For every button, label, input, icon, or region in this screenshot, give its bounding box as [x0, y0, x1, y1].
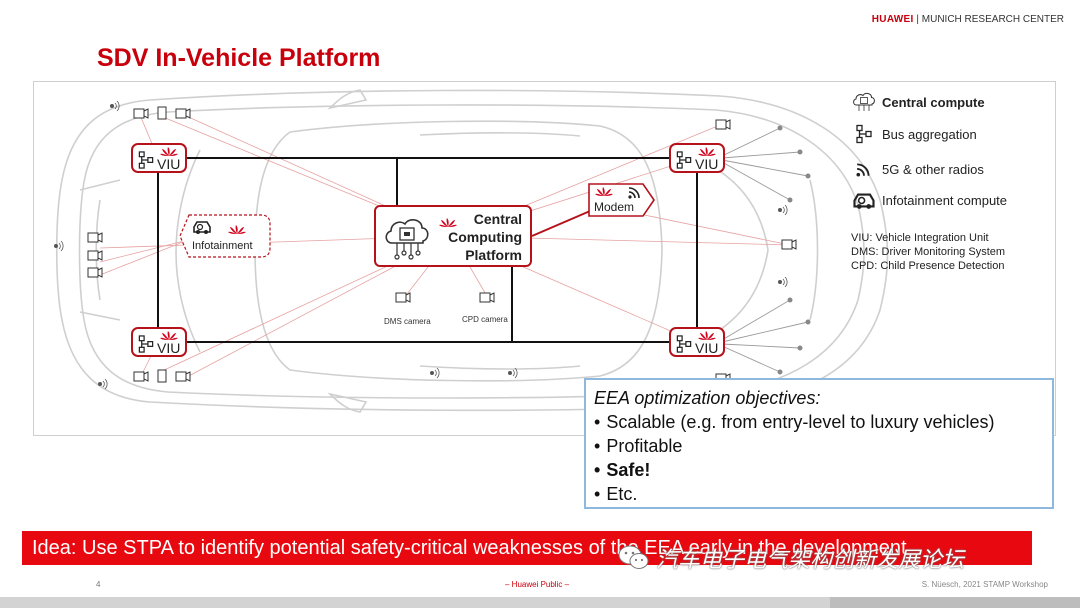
research-center-name: MUNICH RESEARCH CENTER	[921, 14, 1064, 25]
brand-name: HUAWEI	[871, 14, 914, 25]
slide-title: SDV In-Vehicle Platform	[97, 44, 381, 72]
cpd-camera-label: CPD camera	[462, 315, 508, 324]
legend-label: 5G & other radios	[882, 162, 984, 177]
central-label-line2: Computing	[448, 229, 522, 245]
wechat-logo-icon	[618, 545, 649, 569]
modem-label: Modem	[594, 200, 635, 214]
viu-front-left: VIU	[131, 143, 187, 173]
classification-label: – Huawei Public –	[505, 580, 570, 589]
bus-aggregation-icon	[138, 335, 154, 353]
abbreviations: VIU: Vehicle Integration Unit DMS: Drive…	[851, 231, 1005, 273]
viu-rear-left: VIU	[131, 327, 187, 357]
bus-aggregation-icon	[676, 335, 692, 353]
viu-label: VIU	[695, 156, 719, 172]
legend-radios: 5G & other radios	[849, 162, 984, 177]
objective-item: Etc.	[594, 482, 1052, 506]
cloud-chip-icon	[385, 219, 429, 260]
objectives-heading: EEA optimization objectives:	[594, 388, 821, 408]
radio-signal-icon	[628, 187, 640, 199]
bus-aggregation-icon	[856, 124, 872, 144]
abbrev-cpd: CPD: Child Presence Detection	[851, 260, 1005, 272]
cloud-chip-icon	[853, 92, 875, 111]
modem-unit: Modem	[588, 183, 655, 217]
legend-label: Central compute	[882, 94, 985, 110]
legend-infotainment: Infotainment compute	[849, 191, 1007, 210]
infotainment-car-icon	[853, 193, 875, 209]
legend-label: Infotainment compute	[882, 193, 1008, 208]
idea-banner: Idea: Use STPA to identify potential saf…	[22, 531, 1032, 565]
objective-item: Safe!	[594, 458, 1052, 482]
viu-rear-right: VIU	[669, 327, 725, 357]
huawei-logo-icon	[228, 225, 246, 234]
footer-bar	[0, 597, 1080, 608]
legend-label: Bus aggregation	[882, 126, 977, 142]
central-label-line3: Platform	[465, 247, 522, 263]
viu-front-right: VIU	[669, 143, 725, 173]
abbrev-dms: DMS: Driver Monitoring System	[851, 246, 1006, 258]
objectives-list: Scalable (e.g. from entry-level to luxur…	[594, 410, 1052, 506]
brand-header: HUAWEI | MUNICH RESEARCH CENTER	[872, 14, 1064, 25]
objective-item: Scalable (e.g. from entry-level to luxur…	[594, 410, 1052, 434]
bus-aggregation-icon	[138, 151, 154, 169]
watermark-text: 汽车电子电气架构创新发展论坛	[656, 547, 965, 572]
dms-camera-label: DMS camera	[384, 317, 431, 326]
legend-central-compute: Central compute	[849, 90, 985, 114]
objectives-box: EEA optimization objectives: Scalable (e…	[584, 378, 1054, 509]
objective-item: Profitable	[594, 434, 1052, 458]
viu-label: VIU	[157, 156, 181, 172]
brand-separator: |	[916, 14, 919, 25]
radio-signal-icon	[856, 163, 870, 177]
abbrev-viu: VIU: Vehicle Integration Unit	[851, 232, 989, 244]
infotainment-label: Infotainment	[192, 240, 253, 252]
viu-label: VIU	[157, 340, 181, 356]
viu-label: VIU	[695, 340, 719, 356]
diagram-frame	[33, 81, 1056, 436]
author-credit: S. Nüesch, 2021 STAMP Workshop	[921, 580, 1048, 589]
legend-bus-aggregation: Bus aggregation	[849, 124, 977, 144]
infotainment-unit: Infotainment	[179, 214, 271, 258]
page-number: 4	[96, 580, 101, 589]
watermark: 汽车电子电气架构创新发展论坛	[618, 542, 964, 574]
central-computing-platform: Central Computing Platform	[374, 205, 532, 267]
infotainment-car-icon	[193, 221, 211, 234]
bus-aggregation-icon	[676, 151, 692, 169]
huawei-logo-icon	[595, 187, 613, 196]
central-label-line1: Central	[473, 211, 522, 227]
